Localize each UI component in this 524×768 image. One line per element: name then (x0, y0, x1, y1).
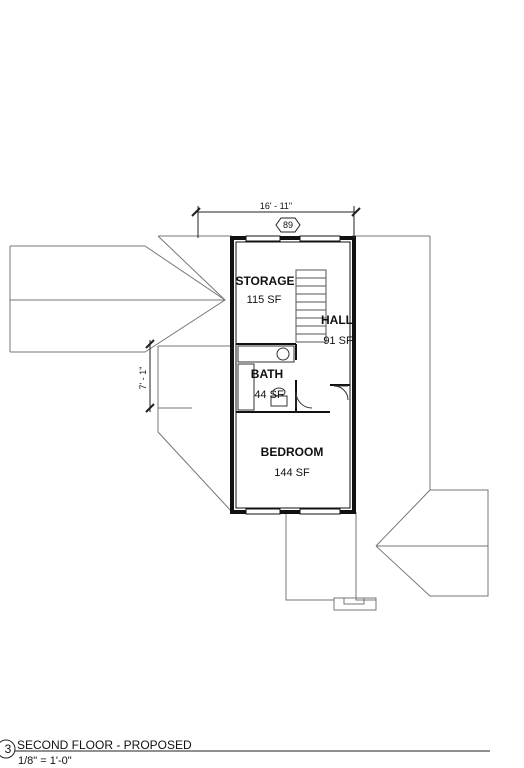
room-name-storage: STORAGE (235, 274, 294, 288)
roof-outline (9, 235, 489, 611)
room-name-bedroom: BEDROOM (261, 445, 324, 459)
dimension-height (145, 339, 155, 413)
bath-fixtures (237, 345, 295, 411)
interior-walls (236, 343, 350, 413)
section-tag: 89 (275, 217, 301, 233)
room-area-bedroom: 144 SF (274, 467, 310, 479)
room-area-bath: 44 SF (254, 389, 284, 401)
dimension-width (191, 206, 361, 238)
section-tag-label: 89 (283, 220, 293, 230)
shower-icon (237, 363, 255, 411)
title-block: 3 SECOND FLOOR - PROPOSED 1/8" = 1'-0" (0, 738, 490, 767)
exterior-walls (230, 236, 356, 514)
drawing-scale: 1/8" = 1'-0" (18, 755, 72, 767)
room-area-hall: 91 SF (323, 335, 353, 347)
sink-icon (276, 347, 290, 361)
windows (245, 235, 341, 515)
drawing-title: SECOND FLOOR - PROPOSED (17, 738, 192, 752)
dimension-height-label: 7' - 1" (138, 367, 148, 390)
room-area-storage: 115 SF (247, 294, 282, 306)
stairs (295, 269, 327, 343)
door-swings (295, 385, 349, 409)
room-name-bath: BATH (251, 367, 283, 381)
room-name-hall: HALL (321, 313, 353, 327)
sheet-number: 3 (5, 742, 12, 756)
sheet-number-bubble (0, 739, 16, 759)
dimension-width-label: 16' - 11" (260, 201, 292, 211)
